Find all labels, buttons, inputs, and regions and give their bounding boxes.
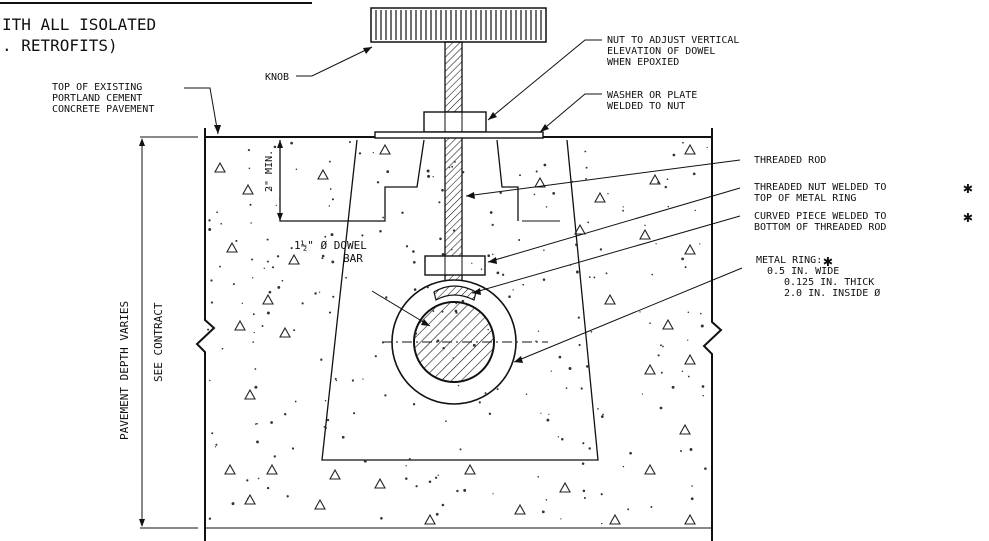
svg-text:TOP OF EXISTING: TOP OF EXISTING xyxy=(52,82,142,93)
knob xyxy=(370,7,547,43)
nut-adjust-label: NUT TO ADJUST VERTICAL ELEVATION OF DOWE… xyxy=(607,35,739,68)
svg-text:NUT TO ADJUST VERTICAL: NUT TO ADJUST VERTICAL xyxy=(607,35,739,46)
depth-dimension xyxy=(139,136,198,529)
leader-lines xyxy=(184,39,743,363)
svg-text:CURVED PIECE WELDED TO: CURVED PIECE WELDED TO xyxy=(754,211,886,222)
pavement-slab xyxy=(195,128,723,541)
svg-text:1½" Ø DOWEL: 1½" Ø DOWEL xyxy=(294,239,367,252)
top-existing-label: TOP OF EXISTING PORTLAND CEMENT CONCRETE… xyxy=(52,82,154,115)
curved-piece xyxy=(433,285,477,301)
dowel-label: 1½" Ø DOWEL BAR xyxy=(294,239,367,265)
svg-text:THREADED NUT WELDED TO: THREADED NUT WELDED TO xyxy=(754,182,886,193)
dowel-bar xyxy=(382,301,548,383)
svg-text:0.125 IN. THICK: 0.125 IN. THICK xyxy=(784,277,874,288)
svg-text:PORTLAND CEMENT: PORTLAND CEMENT xyxy=(52,93,142,104)
concrete-aggregate xyxy=(207,140,708,525)
svg-text:WHEN EPOXIED: WHEN EPOXIED xyxy=(607,57,679,68)
title-line-2: . RETROFITS) xyxy=(2,36,118,55)
min-depth-label: 2" MIN. xyxy=(264,150,275,192)
svg-text:TOP OF METAL RING: TOP OF METAL RING xyxy=(754,193,856,204)
svg-text:2.0 IN. INSIDE Ø: 2.0 IN. INSIDE Ø xyxy=(784,287,880,299)
asterisk-3: ✱ xyxy=(823,251,833,270)
washer-plate xyxy=(374,131,544,139)
curved-piece-label: CURVED PIECE WELDED TO BOTTOM OF THREADE… xyxy=(754,207,973,233)
top-nut xyxy=(423,111,487,133)
svg-text:WELDED TO NUT: WELDED TO NUT xyxy=(607,101,685,112)
svg-text:BAR: BAR xyxy=(343,252,363,265)
min-depth-dimension xyxy=(277,140,283,221)
svg-text:ELEVATION OF DOWEL: ELEVATION OF DOWEL xyxy=(607,46,715,57)
see-contract-label: SEE CONTRACT xyxy=(152,302,165,382)
washer-label: WASHER OR PLATE WELDED TO NUT xyxy=(607,90,697,112)
asterisk-2: ✱ xyxy=(963,207,973,226)
metal-ring-label: METAL RING: ✱ 0.5 IN. WIDE 0.125 IN. THI… xyxy=(756,251,880,299)
knob-label: KNOB xyxy=(265,72,289,83)
pavement-depth-label: PAVEMENT DEPTH VARIES xyxy=(118,301,131,440)
lower-nut xyxy=(424,255,486,276)
title-line-1: ITH ALL ISOLATED xyxy=(2,15,156,34)
asterisk-1: ✱ xyxy=(963,178,973,197)
threaded-rod-label: THREADED ROD xyxy=(754,155,826,166)
svg-text:BOTTOM OF THREADED ROD: BOTTOM OF THREADED ROD xyxy=(754,222,886,233)
svg-text:METAL RING:: METAL RING: xyxy=(756,255,822,266)
svg-text:0.5 IN. WIDE: 0.5 IN. WIDE xyxy=(767,266,839,277)
threaded-nut-label: THREADED NUT WELDED TO TOP OF METAL RING… xyxy=(754,178,973,204)
svg-text:CONCRETE PAVEMENT: CONCRETE PAVEMENT xyxy=(52,104,154,115)
svg-text:WASHER OR PLATE: WASHER OR PLATE xyxy=(607,90,697,101)
